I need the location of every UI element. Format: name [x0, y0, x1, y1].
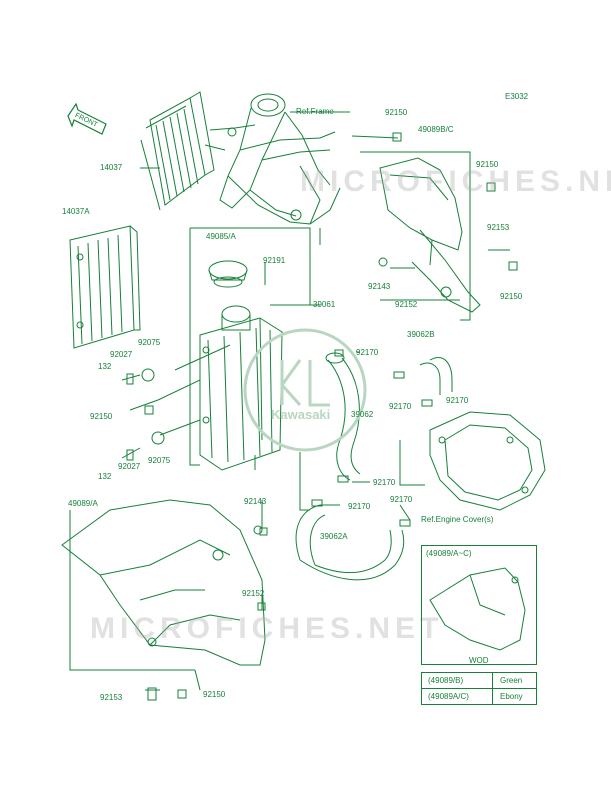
radiator-grille-14037: [140, 91, 215, 211]
radiator-grille-14037a: [69, 225, 141, 349]
callout-p92075b: 92075: [148, 456, 171, 465]
callout-ref-engine: Ref.Engine Cover(s): [421, 515, 494, 524]
callout-p92027a: 92027: [110, 350, 133, 359]
callout-p92075a: 92075: [138, 338, 161, 347]
callout-p92027b: 92027: [118, 462, 141, 471]
callout-p92170b: 92170: [389, 402, 412, 411]
watermark-top: MICROFICHES.NET: [300, 165, 611, 198]
wod-row-color: Ebony: [500, 692, 523, 701]
wod-row-part: (49089/B): [428, 676, 464, 685]
callout-p92170f: 92170: [390, 495, 413, 504]
callout-p14037: 14037: [100, 163, 123, 172]
wod-box: [421, 545, 537, 665]
kawasaki-logo: [243, 328, 367, 452]
callout-p92143b: 92143: [244, 497, 267, 506]
radiator-39061: [199, 305, 283, 471]
shroud-49089bc: [378, 157, 481, 313]
callout-p92153b: 92153: [100, 693, 123, 702]
wod-row: (49089/B) Green: [421, 672, 537, 689]
callout-p92150b: 92150: [476, 160, 499, 169]
callout-p92153a: 92153: [487, 223, 510, 232]
callout-p39062a: 39062A: [320, 532, 348, 541]
wod-header: WOD: [469, 656, 489, 665]
callout-p92170e: 92170: [348, 502, 371, 511]
wod-shroud: [429, 567, 526, 651]
leader-lines: [69, 111, 471, 691]
callout-p92191: 92191: [263, 256, 286, 265]
callout-p132a: 132: [98, 362, 112, 371]
watermark-bottom: MICROFICHES.NET: [90, 612, 444, 645]
hardware: [126, 132, 518, 701]
callout-p14037a: 14037A: [62, 207, 90, 216]
front-arrow-icon: [67, 102, 107, 135]
wod-row: (49089A/C) Ebony: [421, 688, 537, 705]
callout-p92170c: 92170: [446, 396, 469, 405]
callout-p49089bc: 49089B/C: [418, 125, 454, 134]
callout-p92150c: 92150: [500, 292, 523, 301]
wod-row-part: (49089A/C): [428, 692, 469, 701]
radiator-cap: [208, 260, 248, 288]
callout-p39062: 39062: [351, 410, 374, 419]
callout-p92150d: 92150: [90, 412, 113, 421]
callout-p92170d: 92170: [373, 478, 396, 487]
brand-logo-text: Kawasaki: [271, 407, 331, 422]
diagram-code: E3032: [505, 92, 529, 101]
hose-39062a: [295, 504, 405, 581]
frame-drawing: [204, 93, 341, 225]
callout-p92170a: 92170: [356, 348, 379, 357]
callout-p49085a: 49085/A: [206, 232, 236, 241]
wod-row-color: Green: [500, 676, 523, 685]
callout-p49089a: 49089/A: [68, 499, 98, 508]
engine-cover: [429, 411, 546, 511]
shroud-49089a: [61, 499, 266, 666]
callout-ref-frame: Ref.Frame: [296, 107, 334, 116]
hose-39062b: [419, 357, 453, 395]
callout-p92150a: 92150: [385, 108, 408, 117]
callout-p92143a: 92143: [368, 282, 391, 291]
callout-p49089ac: (49089/A~C): [426, 549, 472, 558]
callout-p92152a: 92152: [395, 300, 418, 309]
callout-p132b: 132: [98, 472, 112, 481]
callout-p92152b: 92152: [242, 589, 265, 598]
callout-p92150e: 92150: [203, 690, 226, 699]
callout-p39061: 39061: [313, 300, 336, 309]
callout-p39062b: 39062B: [407, 330, 435, 339]
